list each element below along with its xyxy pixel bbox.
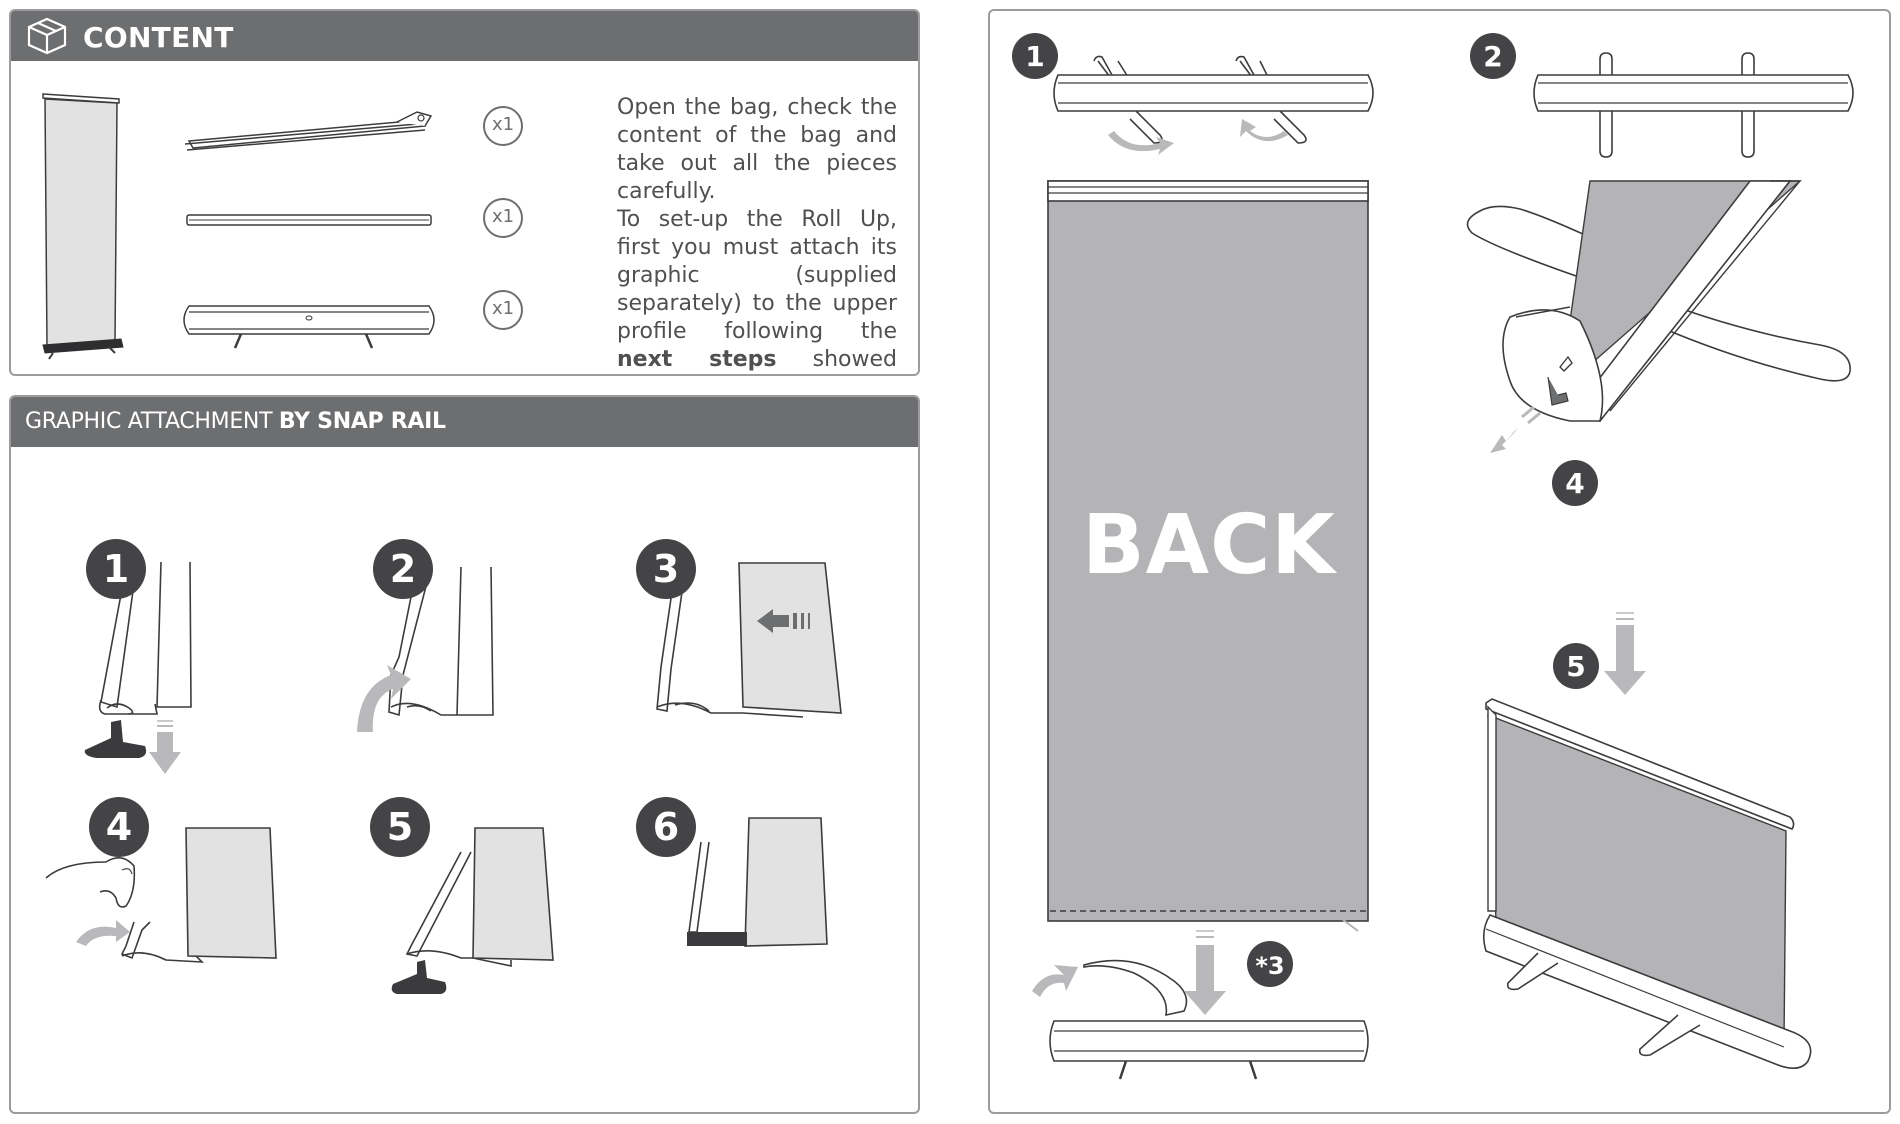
svg-text:5: 5 [1566, 650, 1585, 683]
assembly-ref-badge-3: *3 [1247, 941, 1293, 987]
snap-step-2-illustration [357, 566, 494, 732]
snap-step-3-illustration [656, 562, 842, 718]
rollup-stand-illustration [42, 93, 124, 360]
content-panel: CONTENT x1 x1 x1 Open the bag, check the… [9, 9, 920, 376]
assembly-step-badge-4: 4 [1552, 460, 1598, 506]
box-icon [27, 17, 67, 55]
snap-step-badge-4: 4 [89, 797, 149, 857]
content-paragraph-1: Open the bag, check the content of the b… [617, 95, 897, 204]
assembly-step-badge-1: 1 [1012, 33, 1058, 79]
svg-text:4: 4 [106, 805, 132, 849]
snap-step-badge-6: 6 [636, 797, 696, 857]
assembly-step-1-illustration [1053, 55, 1374, 155]
content-header: CONTENT [11, 11, 918, 61]
svg-text:1: 1 [103, 547, 129, 591]
snap-step-6-illustration [687, 817, 828, 947]
assembly-step-5-illustration [1482, 612, 1812, 1069]
svg-text:2: 2 [390, 547, 416, 591]
svg-text:5: 5 [387, 805, 413, 849]
assembly-step-badge-5: 5 [1553, 643, 1599, 689]
svg-text:2: 2 [1483, 40, 1502, 73]
qty-label-3: x1 [491, 298, 515, 319]
qty-label-1: x1 [491, 114, 515, 135]
assembly-step-badge-2: 2 [1470, 33, 1516, 79]
base-piece-illustration [183, 305, 435, 349]
svg-text:4: 4 [1565, 467, 1584, 500]
svg-text:3: 3 [653, 547, 679, 591]
back-graphic-illustration [1047, 180, 1369, 932]
snap-step-badge-5: 5 [370, 797, 430, 857]
svg-text:*3: *3 [1255, 952, 1284, 980]
content-title: CONTENT [83, 21, 234, 54]
bottom-base-illustration [1032, 930, 1369, 1080]
top-rail-piece-illustration [186, 214, 432, 226]
snap-step-5-illustration [391, 827, 554, 994]
qty-label-2: x1 [491, 206, 515, 227]
snap-step-4-illustration [45, 827, 277, 963]
qty-circle-2 [483, 198, 523, 238]
graphic-attachment-panel: GRAPHIC ATTACHMENT BY SNAP RAIL 1 2 [9, 395, 920, 1114]
svg-text:6: 6 [653, 805, 679, 849]
assembly-step-4-illustration [1466, 180, 1851, 453]
svg-text:1: 1 [1025, 40, 1044, 73]
graphic-attachment-header: GRAPHIC ATTACHMENT BY SNAP RAIL [11, 397, 918, 447]
snap-step-badge-2: 2 [373, 539, 433, 599]
snap-step-1-illustration [84, 561, 192, 774]
qty-circle-1 [483, 106, 523, 146]
snap-step-badge-3: 3 [636, 539, 696, 599]
back-label: BACK [1082, 498, 1336, 593]
graphic-attachment-title: GRAPHIC ATTACHMENT BY SNAP RAIL [25, 409, 446, 434]
assembly-panel: 1 2 BACK *3 [988, 9, 1891, 1114]
content-paragraph-2: To set-up the Roll Up, first you must at… [617, 207, 897, 372]
assembly-step-2-illustration [1533, 52, 1854, 158]
pole-piece-illustration [184, 111, 433, 151]
qty-circle-3 [483, 290, 523, 330]
snap-step-badge-1: 1 [86, 539, 146, 599]
